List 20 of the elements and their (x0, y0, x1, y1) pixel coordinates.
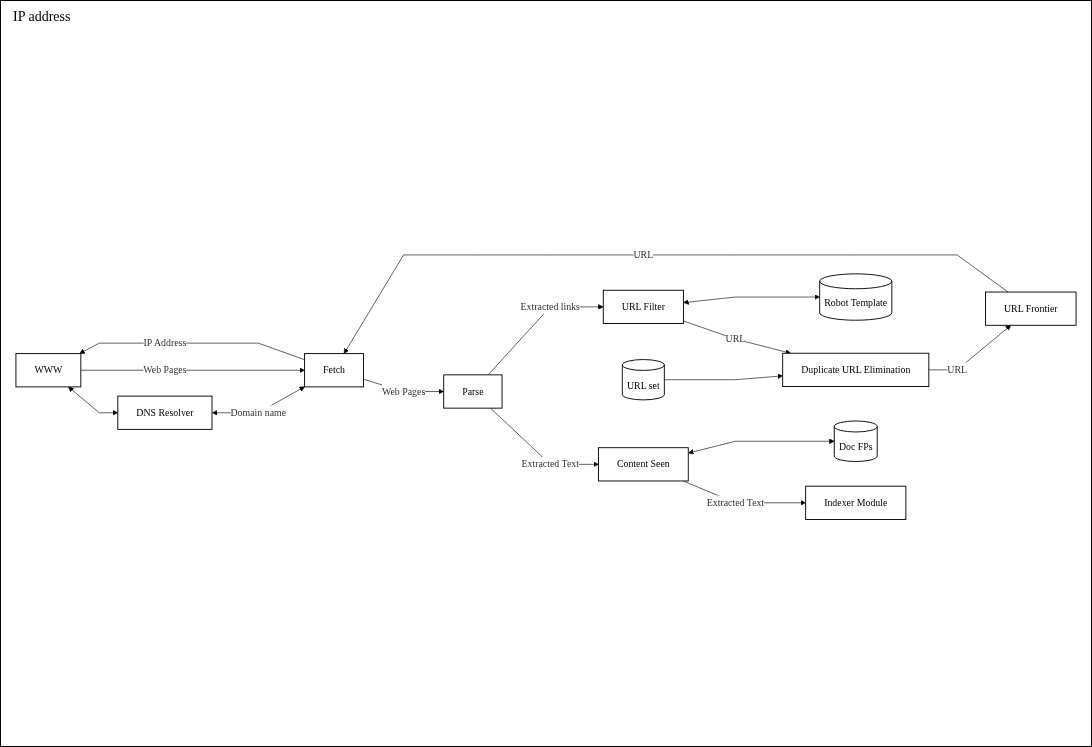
node-box: Parse (443, 374, 503, 409)
edge-label: Web Pages (143, 364, 187, 376)
edge-label: Web Pages (381, 385, 426, 397)
note-text: IP address (13, 9, 71, 24)
edge-label: Extracted Text (521, 458, 579, 470)
node-box: Fetch (304, 353, 364, 388)
node-box: WWW (15, 353, 82, 388)
edge-label: URL (947, 364, 968, 375)
node-box: URL Filter (602, 289, 684, 324)
node-box: URL Frontier (985, 291, 1077, 326)
edge-label: URL (633, 249, 654, 260)
edge-label: Extracted Text (706, 497, 765, 508)
node-box: Indexer Module (805, 485, 907, 520)
edge-label: IP Address (143, 337, 187, 349)
node-box: Content Seen (598, 447, 689, 482)
edge-label: URL (725, 333, 746, 345)
node-box: Duplicate URL Elimination (782, 352, 930, 387)
edge-label: Extracted links (520, 301, 580, 312)
edge-label: Domain name (230, 407, 287, 418)
node-box: DNS Resolver (117, 395, 213, 430)
